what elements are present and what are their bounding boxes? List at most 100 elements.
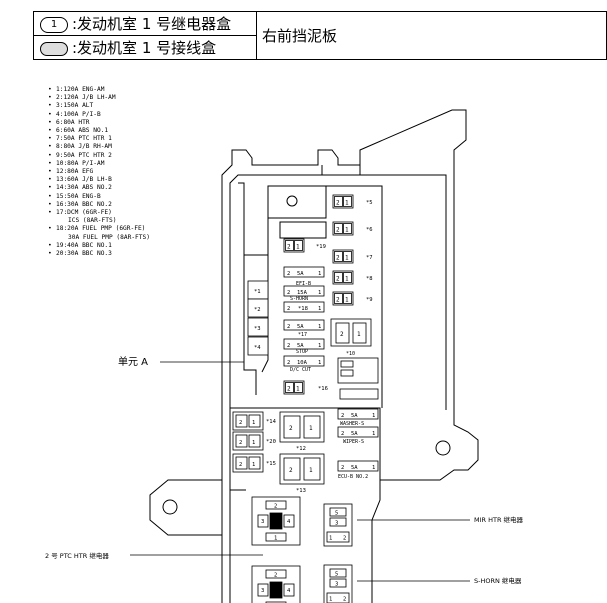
legend-text: 6:60A ABS NO.1 (56, 127, 109, 135)
fuse-block-n14-pin1 (248, 414, 261, 428)
fuse-number-3: *3 (254, 326, 261, 332)
legend-text: 19:40A BBC NO.1 (56, 241, 112, 249)
bullet-icon: • (48, 102, 52, 110)
mini-fuse-wiper-s (337, 426, 379, 438)
legend-item: •6:80A HTR (48, 119, 238, 127)
fuse-number-16: *16 (318, 386, 328, 392)
mir-htr-relay-socket-pins-lower (326, 531, 350, 543)
s-horn-relay-socket-label-1: 1 (329, 597, 332, 603)
relay-box-row: 1:发动机室 1 号继电器盒 (33, 11, 257, 36)
legend-text: 3:150A ALT (56, 102, 94, 110)
callout-lines (130, 361, 470, 582)
fuse-pair-5-pin1 (343, 196, 352, 207)
fuse-pair-7-label-2: 2 (336, 255, 340, 262)
fuse-group-10-slot-b (340, 369, 354, 377)
fuse-pair-7-label-1: 1 (345, 255, 349, 262)
fuse-pair-8-pin1 (343, 272, 352, 283)
s-horn-relay-socket-pin-5 (329, 568, 347, 578)
unit-a-callout: 单元 A (118, 356, 148, 368)
legend-item: •17:DCM (6GR-FE) (48, 209, 238, 217)
mini-fuse-s-horn-amp: 15A (297, 290, 308, 296)
legend-item: • 6:60A ABS NO.1 (48, 127, 238, 135)
mir-htr-relay-socket-label-5: 5 (335, 511, 338, 517)
fuse-block-n15-pin1 (248, 456, 261, 470)
fuse-block-13-pin1 (303, 457, 321, 481)
legend-item: •13:60A J/B LH-B (48, 176, 238, 184)
mini-fuse-washer-s (337, 408, 379, 420)
bullet-icon: • (48, 209, 52, 217)
legend-item: • 2:120A J/B LH-AM (48, 94, 238, 102)
bullet-icon: • (48, 250, 52, 258)
fuse-block-n14-label-2: 2 (239, 420, 242, 426)
legend-text: 7:50A PTC HTR 1 (56, 135, 112, 143)
fuse-block-long (339, 388, 379, 400)
relay-socket-lower-pin-3 (257, 583, 269, 597)
fuse-number-12: *12 (296, 446, 306, 452)
fuse-number-n7: *7 (366, 255, 373, 261)
legend-item: •12:80A EFG (48, 168, 238, 176)
mini-fuse-wiper-s-pin-2: 2 (341, 431, 344, 437)
mini-fuse-s-horn-pin-2: 2 (287, 290, 290, 296)
location-label: 右前挡泥板 (256, 11, 607, 60)
bullet-icon: • (48, 176, 52, 184)
mini-fuse-dc-cut-pin-1: 1 (318, 360, 321, 366)
fuse-pair-16-label-1: 1 (296, 386, 300, 393)
legend-item: •14:30A ABS NO.2 (48, 184, 238, 192)
label-wiper-s: WIPER-S (343, 439, 364, 445)
mini-fuse-stop-amp: 5A (297, 343, 304, 349)
fuse-number-n5: *5 (366, 200, 373, 206)
fuse-block-12-pin2 (283, 415, 301, 439)
fuse-number-19: *19 (316, 244, 326, 250)
relay-socket-lower-core (269, 581, 283, 599)
mini-fuse-dc-cut (283, 355, 325, 367)
mini-fuse-wiper-s-amp: 5A (351, 431, 358, 437)
ptc-htr-relay-socket-pin-1 (265, 532, 287, 542)
legend-text: 20:30A BBC NO.3 (56, 250, 112, 258)
s-horn-relay-socket-label-3: 3 (335, 582, 338, 588)
fuse-block-12-label-1: 1 (309, 425, 313, 432)
mini-fuse-18 (283, 301, 325, 313)
ptc-htr-relay-socket-pin-3 (257, 514, 269, 528)
fuse-block-n15-pin2 (235, 456, 248, 470)
mir-htr-relay-socket-label-1: 1 (329, 536, 332, 542)
relay-socket-lower-label-4: 4 (287, 588, 291, 594)
mir-htr-relay-socket-pin-3 (329, 517, 347, 527)
bullet-icon: • (48, 94, 52, 102)
legend-text: 15:50A ENG-B (56, 192, 101, 200)
mini-fuse-17-amp: 5A (297, 324, 304, 330)
bullet-icon: • (48, 159, 52, 167)
junction-box-symbol-icon (40, 41, 68, 56)
mini-fuse-s-horn (283, 285, 325, 297)
mini-fuse-17-pin-1: 1 (318, 324, 321, 330)
relay-box-symbol-icon: 1 (40, 16, 68, 33)
mir-htr-relay-socket-pin-5 (329, 507, 347, 517)
bullet-icon: • (48, 200, 52, 208)
fuse-pair-19-pin1 (294, 240, 303, 251)
mini-fuse-washer-s-pin-1: 1 (372, 413, 375, 419)
fuse-legend: •1:120A ENG-AM•2:120A J/B LH-AM•3:150A A… (48, 86, 238, 258)
ptc-htr-relay-socket-label-2: 2 (274, 504, 277, 510)
mir-htr-relay-callout: MIR HTR 继电器 (474, 515, 524, 524)
box-outline (149, 109, 479, 603)
fuse-pair-9-pin1 (343, 293, 352, 304)
mini-fuse-17-pin-2: 2 (287, 324, 290, 330)
fuse-pair-16-pin2 (285, 382, 294, 393)
ptc-htr-relay-socket-label-1: 1 (274, 536, 277, 542)
junction-box-label: :发动机室 1 号接线盒 (72, 39, 217, 57)
legend-item: •15:50A ENG-B (48, 193, 238, 201)
label-stop: STOP (296, 349, 308, 355)
mini-fuse-efi-b-amp: 5A (297, 271, 304, 277)
bullet-icon: • (48, 168, 52, 176)
fuse-block-n20-label-1: 1 (252, 440, 255, 446)
label-dc-cut: D/C CUT (290, 367, 311, 373)
fuse-block-n14-pin2 (235, 414, 248, 428)
bullet-icon: • (48, 127, 52, 135)
fuse-pair-6-label-2: 2 (336, 227, 340, 234)
mini-fuse-ecu-b2-pin-1: 1 (372, 465, 375, 471)
fuse-number-17: *17 (298, 332, 307, 338)
legend-text: 2:120A J/B LH-AM (56, 94, 116, 102)
fuse-pair-16-label-2: 2 (287, 386, 291, 393)
legend-item: •10:80A P/I-AM (48, 160, 238, 168)
fuse-number-n9: *9 (366, 297, 373, 303)
